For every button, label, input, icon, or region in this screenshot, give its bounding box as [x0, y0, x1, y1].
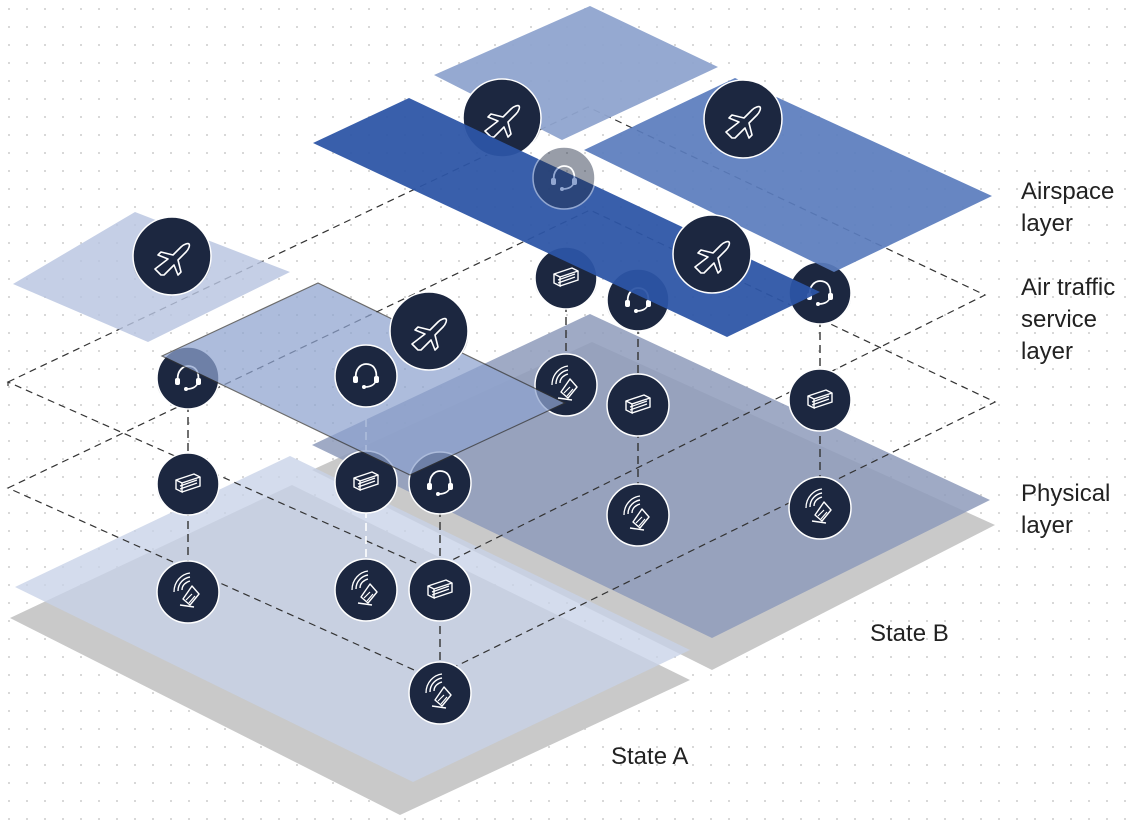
- state-a-plate: [15, 456, 690, 782]
- label-line: layer: [1021, 338, 1074, 365]
- label-line: Physical: [1021, 480, 1111, 507]
- label-line: layer: [1021, 512, 1074, 539]
- dashed-layer-outlines: [6, 106, 997, 679]
- radar-antenna-icon: [334, 558, 398, 622]
- label-line: layer: [1021, 210, 1074, 237]
- headset-icon: [334, 344, 398, 408]
- server-rack-icon: [156, 452, 220, 516]
- physical-layer-label: Physical layer: [1021, 478, 1110, 542]
- airplane-icon: [389, 291, 469, 371]
- label-line: service: [1021, 306, 1098, 333]
- air-traffic-service-layer-label: Air traffic service layer: [1021, 272, 1115, 368]
- server-rack-icon: [606, 373, 670, 437]
- server-rack-icon: [408, 558, 472, 622]
- headset-icon: [532, 146, 596, 210]
- state-a-label: State A: [611, 743, 689, 770]
- radar-antenna-icon: [156, 560, 220, 624]
- airspace-layer-label: Airspace layer: [1021, 176, 1114, 240]
- airspace-panel-right: [584, 78, 992, 272]
- airplane-icon: [672, 214, 752, 294]
- server-rack-icon: [788, 368, 852, 432]
- radar-antenna-icon: [408, 661, 472, 725]
- label-line: Airspace: [1021, 178, 1115, 205]
- airplane-icon: [703, 79, 783, 159]
- label-line: Air traffic: [1021, 274, 1116, 301]
- radar-antenna-icon: [606, 483, 670, 547]
- radar-antenna-icon: [788, 476, 852, 540]
- state-b-label: State B: [870, 620, 949, 647]
- airplane-icon: [132, 216, 212, 296]
